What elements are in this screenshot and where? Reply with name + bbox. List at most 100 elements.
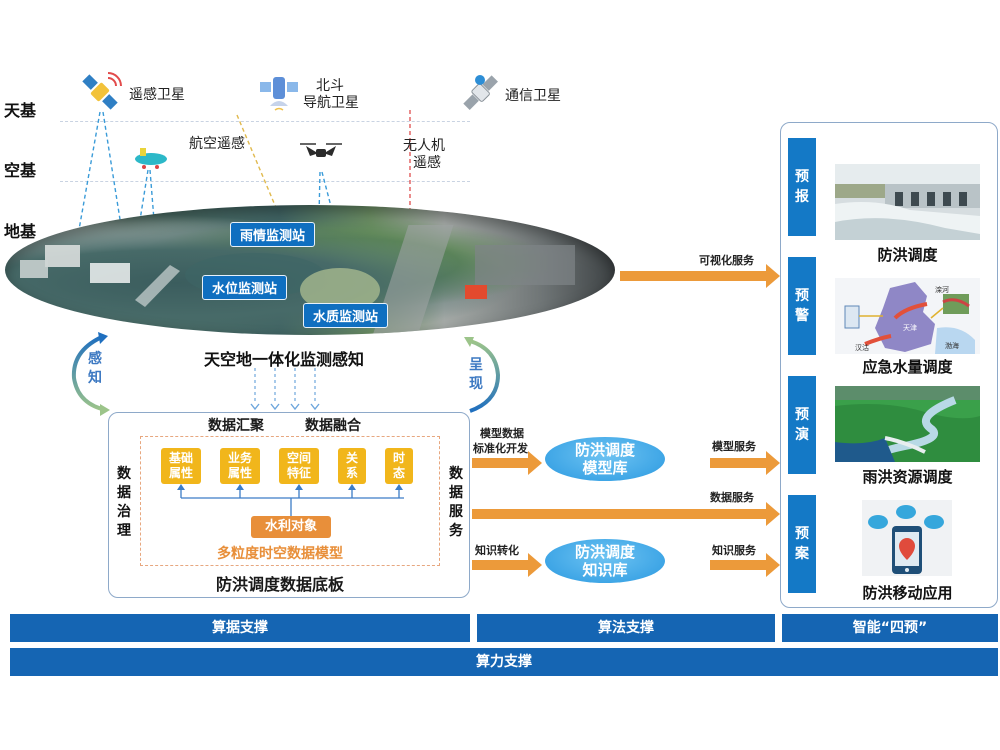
governance-char-4: 理 — [117, 523, 131, 539]
data-support-bar: 算据支撑 — [10, 614, 470, 642]
emergency-water-label: 应急水量调度 — [862, 358, 953, 376]
layer-label-ground: 地基 — [4, 222, 37, 241]
water-quality-station-label: 水质监测站 — [303, 303, 389, 328]
present-arrow-icon — [464, 337, 501, 413]
tab-warning-char-1: 预 — [795, 288, 809, 304]
attr-spatial-line2: 特征 — [286, 466, 311, 480]
comm-sat-label: 通信卫星 — [505, 88, 561, 104]
tab-forecast-char-1: 预 — [795, 169, 809, 185]
beidou-label-line1: 北斗 — [316, 78, 344, 94]
rain-station-label: 雨情监测站 — [230, 222, 316, 247]
knowledge-library-line2: 知识库 — [582, 561, 628, 579]
map-label-bohai: 渤海 — [945, 341, 959, 350]
rainflood-resource-photo — [835, 386, 980, 462]
beidou-satellite-icon — [260, 77, 298, 111]
visual-service-arrow — [620, 264, 780, 288]
attr-spatial: 空间 特征 — [279, 448, 319, 484]
fusion-label: 数据融合 — [305, 418, 361, 434]
divider-space-air — [60, 121, 470, 122]
knowledge-library-line1: 防洪调度 — [574, 543, 635, 561]
algorithm-support-bar: 算法支撑 — [477, 614, 775, 642]
attr-temporal-line1: 时 — [392, 451, 405, 465]
data-board-title: 防洪调度数据底板 — [216, 575, 345, 594]
map-label-hanzhi: 汉沽 — [855, 343, 869, 352]
spatiotemporal-model-label: 多粒度时空数据模型 — [217, 546, 343, 562]
emergency-water-map: 天津 滦河 渤海 汉沽 — [835, 278, 980, 354]
compute-support-bar: 算力支撑 — [10, 648, 998, 676]
attribute-connector-lines — [177, 484, 404, 516]
model-library: 防洪调度 模型库 — [545, 437, 665, 481]
attr-basic-line2: 属性 — [168, 466, 193, 480]
map-label-tianjin: 天津 — [903, 324, 917, 332]
attr-business: 业务 属性 — [220, 448, 260, 484]
perceive-arrow-icon — [71, 332, 110, 416]
aerial-aircraft-icon — [135, 148, 167, 169]
model-service-arrow — [710, 451, 780, 475]
drone-label-line1: 无人机 — [403, 138, 445, 154]
governance-char-2: 据 — [117, 485, 131, 501]
layer-label-space: 天基 — [4, 101, 37, 120]
governance-char-3: 治 — [117, 504, 131, 520]
knowledge-library: 防洪调度 知识库 — [545, 539, 665, 583]
attr-relation-line1: 关 — [345, 451, 358, 465]
model-dev-label-line2: 标准化开发 — [473, 442, 528, 455]
tab-warning-char-2: 警 — [795, 308, 809, 324]
service-char-1: 数 — [449, 466, 463, 482]
present-char-2: 现 — [469, 376, 483, 392]
governance-char-1: 数 — [117, 466, 131, 482]
tab-forecast: 预报 — [788, 138, 816, 236]
tab-warning: 预警 — [788, 257, 816, 355]
ground-monitoring-scene: 雨情监测站 水位监测站 水质监测站 — [5, 205, 615, 335]
attr-spatial-line1: 空间 — [286, 451, 311, 465]
remote-sensing-satellite-icon — [82, 72, 122, 110]
service-char-2: 据 — [449, 485, 463, 501]
attr-temporal: 时 态 — [385, 448, 413, 484]
attr-relation-line2: 系 — [345, 466, 358, 480]
vehicle-icon — [465, 285, 487, 299]
layer-label-air: 空基 — [4, 161, 37, 180]
tab-forecast-char-2: 报 — [795, 189, 809, 205]
mobile-app-illustration — [862, 500, 952, 576]
data-board-panel — [108, 412, 470, 598]
tab-plan: 预案 — [788, 495, 816, 593]
visual-service-label: 可视化服务 — [699, 254, 754, 267]
beam-aerial-right — [149, 169, 157, 246]
flood-dispatch-label: 防洪调度 — [877, 246, 938, 264]
aggregation-arrows — [250, 368, 320, 411]
tab-rehearsal-char-1: 预 — [795, 407, 809, 423]
attr-business-line1: 业务 — [227, 451, 252, 465]
tab-rehearsal-char-2: 演 — [795, 427, 809, 443]
present-char-1: 呈 — [469, 357, 483, 373]
knowledge-transform-arrow — [472, 553, 542, 577]
data-service-label: 数据服务 — [710, 491, 754, 504]
remote-sat-label: 遥感卫星 — [129, 87, 185, 103]
map-label-luanhe: 滦河 — [935, 285, 949, 294]
water-level-station-label: 水位监测站 — [202, 275, 288, 300]
model-dev-arrow — [472, 451, 542, 475]
monitoring-title: 天空地一体化监测感知 — [204, 350, 365, 369]
tab-plan-char-1: 预 — [795, 526, 809, 542]
spatiotemporal-model-frame — [140, 436, 440, 566]
knowledge-transform-label: 知识转化 — [475, 544, 519, 557]
model-library-line2: 模型库 — [582, 459, 628, 477]
attr-business-line2: 属性 — [227, 466, 252, 480]
attr-basic-line1: 基础 — [168, 451, 193, 465]
model-library-line1: 防洪调度 — [574, 441, 635, 459]
model-dev-label-line1: 模型数据 — [480, 427, 524, 440]
service-char-4: 务 — [449, 523, 463, 539]
smart-four-pre-bar: 智能“四预” — [782, 614, 998, 642]
attr-basic: 基础 属性 — [161, 448, 201, 484]
drone-icon — [300, 143, 342, 157]
beam-beidou — [236, 114, 299, 261]
knowledge-service-arrow — [710, 553, 780, 577]
data-service-arrow — [472, 502, 780, 526]
knowledge-service-label: 知识服务 — [712, 544, 756, 557]
model-service-label: 模型服务 — [712, 440, 756, 453]
mobile-app-label: 防洪移动应用 — [862, 584, 953, 602]
tab-rehearsal: 预演 — [788, 376, 816, 474]
rainflood-resource-label: 雨洪资源调度 — [862, 468, 953, 486]
service-char-3: 服 — [449, 504, 463, 520]
attr-temporal-line2: 态 — [392, 466, 405, 480]
perceive-char-1: 感 — [88, 351, 102, 367]
attr-relation: 关 系 — [338, 448, 366, 484]
